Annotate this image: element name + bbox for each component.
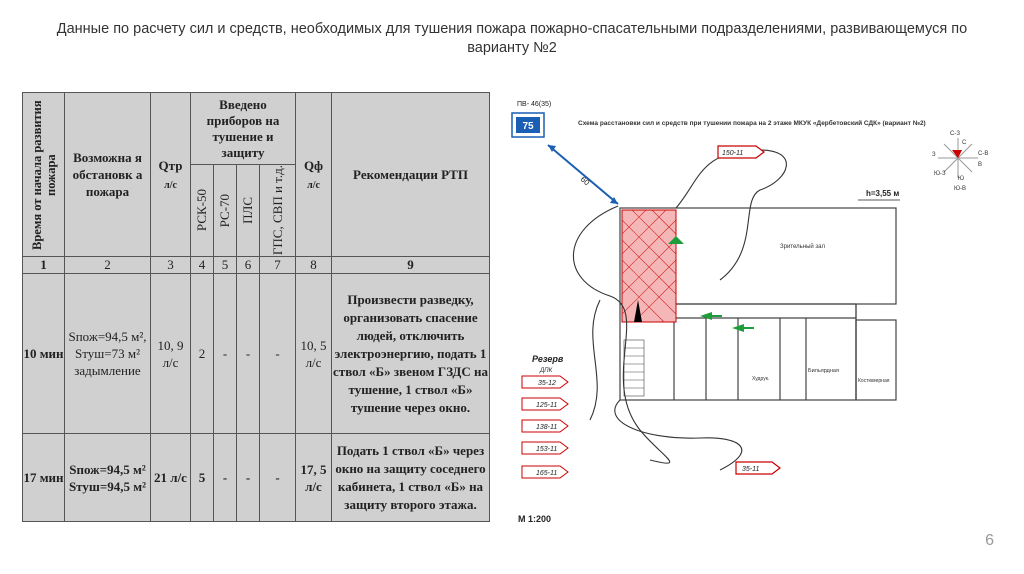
svg-text:125-11: 125-11	[536, 402, 557, 409]
page-title: Данные по расчету сил и средств, необход…	[56, 21, 968, 56]
deployment-scheme: ПВ- 46(35) 75 60 Схема расстановки сил и…	[511, 101, 988, 524]
header-devices: Введено приборов на тушение и защиту	[190, 92, 296, 165]
hydrant-sign: ПВ- 46(35) 75	[511, 101, 551, 138]
svg-text:С-В: С-В	[978, 151, 988, 157]
svg-text:В: В	[978, 162, 982, 168]
header-pls: ПЛС	[236, 164, 260, 257]
distance-label: 60	[579, 175, 592, 188]
header-qf: Qф л/с	[295, 92, 332, 257]
header-time: Время от начала развития пожара	[22, 92, 65, 257]
table-row: 17 мин Sпож=94,5 м² Sтуш=94,5 м² 21 л/с …	[22, 433, 490, 522]
svg-text:165-11: 165-11	[536, 470, 557, 477]
svg-text:ПВ- 46(35): ПВ- 46(35)	[517, 101, 551, 108]
hall-label: Зрительный зал	[780, 243, 825, 250]
svg-text:35-11: 35-11	[742, 466, 759, 473]
costume-label: Костюмерная	[858, 378, 890, 384]
svg-text:75: 75	[522, 121, 534, 132]
height-label: h=3,55 м	[866, 189, 899, 198]
svg-text:ДПК: ДПК	[539, 368, 553, 374]
hose-lines	[572, 149, 787, 471]
reserve-units: 35-12 125-11 138-11 153-11 165-11	[521, 375, 569, 479]
svg-text:150-11: 150-11	[722, 150, 743, 157]
svg-text:35-12: 35-12	[538, 380, 556, 387]
nozzle-arrows	[668, 236, 754, 332]
svg-text:С: С	[962, 140, 967, 146]
header-gps: ГПС, СВП и т.д.	[259, 164, 296, 257]
svg-text:С-З: С-З	[950, 131, 960, 137]
svg-text:Ю-З: Ю-З	[934, 171, 946, 177]
svg-text:138-11: 138-11	[536, 424, 557, 431]
svg-text:Ю: Ю	[958, 176, 964, 182]
stairs	[623, 339, 645, 397]
billiard-label: Бильярдная	[808, 368, 839, 374]
truck-bottom: 35-11	[735, 461, 781, 475]
svg-text:Ю-В: Ю-В	[954, 186, 966, 192]
distance-line	[547, 144, 619, 205]
header-rsk50: РСК-50	[190, 164, 214, 257]
truck-top: 150-11	[717, 145, 765, 159]
header-rs70: РС-70	[213, 164, 237, 257]
header-qtr: Qтр л/с	[150, 92, 191, 257]
table-row: 10 мин Sпож=94,5 м², Sтуш=73 м² задымлен…	[22, 273, 490, 434]
svg-text:З: З	[932, 152, 936, 158]
building-plan	[619, 207, 897, 401]
page-number: 6	[985, 532, 994, 549]
fire-direction-arrow	[634, 300, 642, 322]
column-numbers-row: 1 2 3 4 5 6 7 8 9	[22, 256, 490, 274]
scheme-title: Схема расстановки сил и средств при туше…	[578, 119, 926, 127]
reserve-label: Резерв	[532, 354, 564, 364]
calc-table: Время от начала развития пожара Возможна…	[22, 92, 490, 522]
art-label: Худрук.	[752, 376, 769, 382]
header-recommendations: Рекомендации РТП	[331, 92, 490, 257]
svg-text:153-11: 153-11	[536, 446, 557, 453]
header-situation: Возможна я обстановк а пожара	[64, 92, 151, 257]
scale-label: М 1:200	[518, 514, 551, 524]
compass-rose: С-З С С-В З В Ю-З Ю Ю-В	[932, 131, 988, 192]
